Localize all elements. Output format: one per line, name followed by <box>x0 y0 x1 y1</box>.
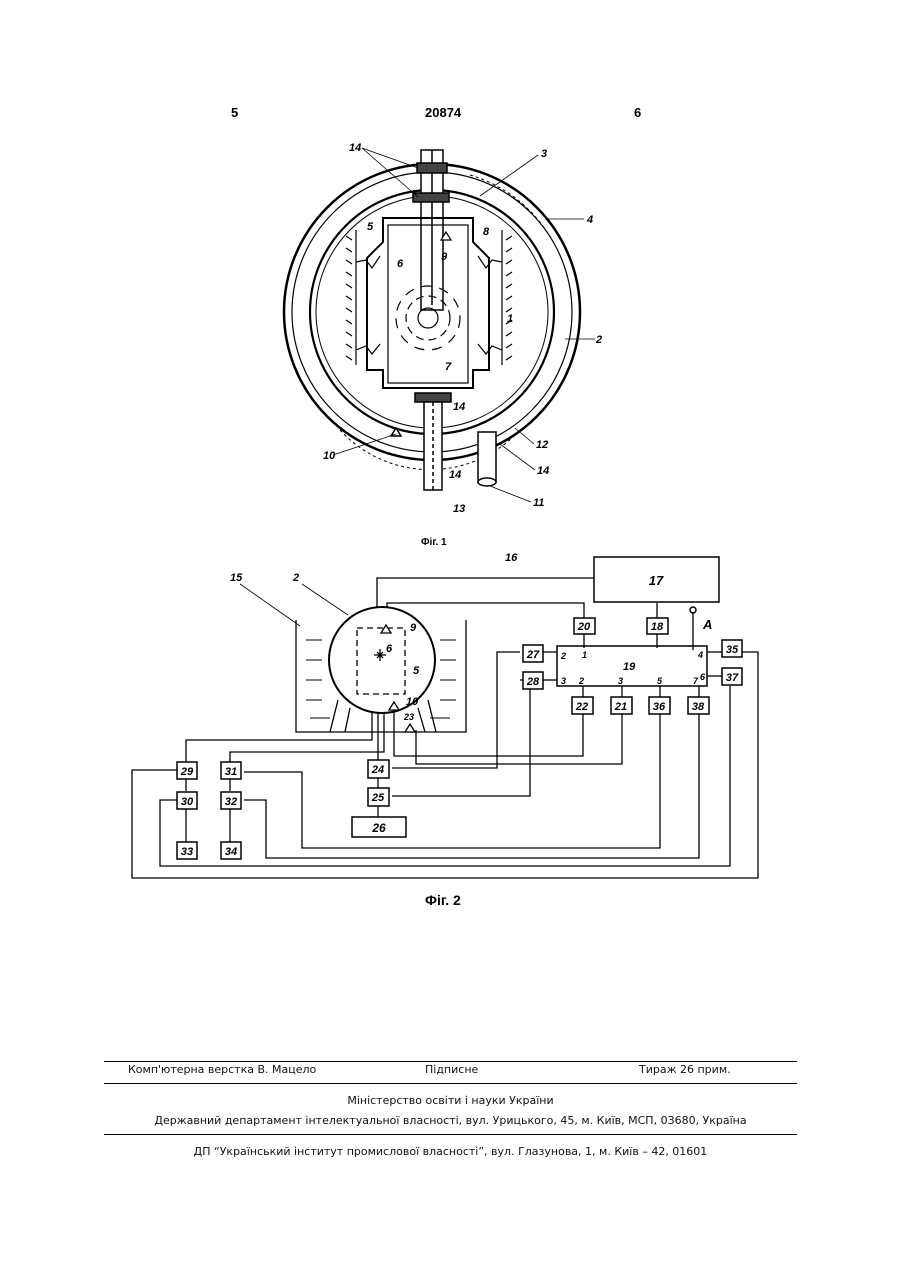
footer-rule-top <box>104 1061 797 1062</box>
figure-2-diagram: 17 20 18 27 28 35 37 22 21 36 38 29 31 3… <box>0 0 901 920</box>
fig2-label-6: 6 <box>386 643 393 655</box>
block-29: 29 <box>180 766 194 778</box>
footer-ministry: Міністерство освіти і науки України <box>0 1094 901 1107</box>
block-31: 31 <box>225 766 237 778</box>
figure-2-block-labels: 17 20 18 27 28 35 37 22 21 36 38 29 31 3… <box>180 573 739 858</box>
footer-department: Державний департамент інтелектуальної вл… <box>0 1114 901 1127</box>
block-24: 24 <box>371 764 384 776</box>
footer-signed: Підписне <box>425 1063 478 1076</box>
block-28: 28 <box>526 676 540 688</box>
block-20: 20 <box>577 621 591 633</box>
block-34: 34 <box>225 846 237 858</box>
block-25: 25 <box>371 792 385 804</box>
block-37: 37 <box>726 672 739 684</box>
fig2-label-10: 10 <box>406 696 419 708</box>
fig2-label-9: 9 <box>410 622 417 634</box>
fig2-label-2: 2 <box>292 572 299 584</box>
fig2-port-2b: 2 <box>578 676 584 686</box>
block-38: 38 <box>692 701 705 713</box>
block-27: 27 <box>526 649 540 661</box>
fig2-label-15: 15 <box>230 572 243 584</box>
block-30: 30 <box>181 796 194 808</box>
block-26: 26 <box>371 821 386 835</box>
footer-institute: ДП “Український інститут промислової вла… <box>0 1145 901 1158</box>
block-22: 22 <box>575 701 588 713</box>
fig2-port-3: 3 <box>561 676 566 686</box>
block-18: 18 <box>651 621 664 633</box>
block-32: 32 <box>225 796 237 808</box>
footer-layout: Комп'ютерна верстка В. Мацело <box>128 1063 316 1076</box>
fig2-label-19: 19 <box>623 661 636 673</box>
footer-rule-middle <box>104 1083 797 1084</box>
fig2-port-2a: 2 <box>560 651 566 661</box>
block-36: 36 <box>653 701 666 713</box>
fig2-port-1: 1 <box>582 650 587 660</box>
fig2-port-7: 7 <box>693 676 699 686</box>
figure-2-tank <box>296 607 466 732</box>
block-21: 21 <box>614 701 627 713</box>
fig2-label-16: 16 <box>505 552 518 564</box>
fig2-port-5: 5 <box>657 676 663 686</box>
block-33: 33 <box>181 846 193 858</box>
fig2-port-3b: 3 <box>618 676 623 686</box>
fig2-port-6: 6 <box>700 672 706 682</box>
footer-circulation: Тираж 26 прим. <box>639 1063 731 1076</box>
fig2-label-A: A <box>702 617 712 632</box>
fig2-label-23: 23 <box>403 712 414 722</box>
figure-2-caption: Фіг. 2 <box>425 892 461 908</box>
fig2-label-5: 5 <box>413 665 420 677</box>
block-17: 17 <box>649 573 664 588</box>
block-35: 35 <box>726 644 739 656</box>
footer-rule-bottom <box>104 1134 797 1135</box>
figure-2-leaders <box>240 584 348 626</box>
fig2-port-4: 4 <box>697 650 703 660</box>
